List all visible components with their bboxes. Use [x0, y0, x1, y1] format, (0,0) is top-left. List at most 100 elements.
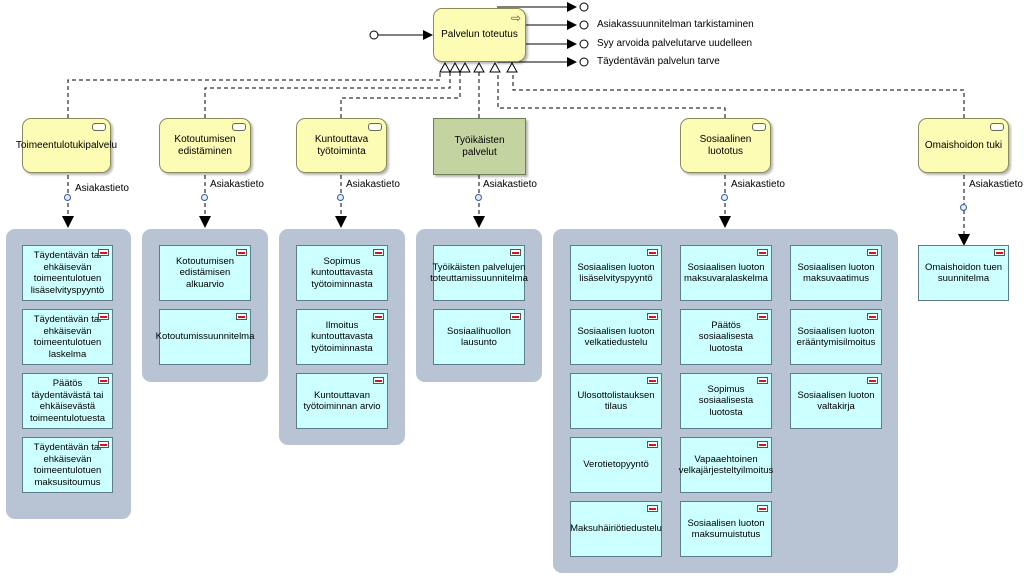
data-object-label: Ilmoitus kuntouttavasta työtoiminnasta — [311, 319, 373, 354]
data-object-icon — [98, 441, 109, 448]
data-object[interactable]: Täydentävän tai ehkäisevän toimeentulotu… — [22, 437, 113, 493]
data-object[interactable]: Vapaaehtoinen velkajärjesteltyilmoitus — [678, 437, 774, 493]
access-icon — [337, 194, 344, 201]
service-icon — [92, 123, 106, 131]
service-icon — [368, 123, 382, 131]
data-object[interactable]: Työikäisten palvelujen toteuttamissuunni… — [430, 245, 528, 301]
data-object[interactable]: Täydentävän tai ehkäisevän toimeentulotu… — [22, 309, 113, 365]
access-label: Asiakastieto — [210, 179, 264, 190]
access-icon — [64, 194, 71, 201]
data-object-label: Ulosottolistauksen tilaus — [577, 389, 655, 413]
data-object-label: Sopimus kuntouttavasta työtoiminnasta — [311, 255, 373, 290]
data-object-label: Sosiaalisen luoton erääntymisilmoitus — [796, 325, 876, 349]
data-object[interactable]: Sosiaalisen luoton maksuvaralaskelma — [680, 245, 772, 301]
service-tyoikaisten-palvelut[interactable]: Työikäisten palvelut — [433, 118, 526, 175]
data-object[interactable]: Sosiaalisen luoton lisäselvityspyyntö — [570, 245, 662, 301]
data-object-icon — [647, 441, 658, 448]
input-port — [369, 30, 379, 40]
process-arrow-icon: ⇨ — [510, 11, 521, 25]
data-object-icon — [867, 313, 878, 320]
data-object-label: Sosiaalisen luoton maksuvaralaskelma — [684, 261, 768, 285]
data-object[interactable]: Sosiaalisen luoton valtakirja — [790, 373, 882, 429]
data-object-icon — [757, 441, 768, 448]
data-object[interactable]: Kuntouttavan työtoiminnan arvio — [296, 373, 388, 429]
data-object[interactable]: Sosiaalisen luoton velkatiedustelu — [570, 309, 662, 365]
data-object[interactable]: Kotoutumissuunnitelma — [156, 309, 254, 365]
data-object[interactable]: Sosiaalisen luoton maksuvaatimus — [790, 245, 882, 301]
access-label: Asiakastieto — [75, 183, 129, 194]
data-object-label: Täydentävän tai ehkäisevän toimeentulotu… — [33, 314, 102, 360]
data-object-label: Sosiaalisen luoton lisäselvityspyyntö — [577, 261, 655, 285]
data-object-label: Päätös täydentävästä tai ehkäisevästä to… — [30, 378, 105, 424]
data-object-icon — [373, 313, 384, 320]
data-object-icon — [647, 249, 658, 256]
data-object[interactable]: Sosiaalihuollon lausunto — [433, 309, 525, 365]
data-object-label: Sosiaalisen luoton maksumuistutus — [687, 517, 765, 541]
data-object-icon — [757, 377, 768, 384]
data-object-icon — [98, 313, 109, 320]
data-object-icon — [867, 249, 878, 256]
service-label: Omaishoidon tuki — [924, 139, 1003, 151]
data-object-icon — [757, 313, 768, 320]
access-arrowheads — [62, 216, 970, 246]
access-icon — [721, 194, 728, 201]
data-object-icon — [373, 377, 384, 384]
data-object[interactable]: Ulosottolistauksen tilaus — [570, 373, 662, 429]
access-label: Asiakastieto — [731, 179, 785, 190]
main-service[interactable]: ⇨ Palvelun toteutus — [433, 8, 526, 62]
data-object[interactable]: Sopimus sosiaalisesta luotosta — [680, 373, 772, 429]
realization-arrowheads — [439, 61, 518, 73]
data-object[interactable]: Sosiaalisen luoton maksumuistutus — [680, 501, 772, 557]
data-object-label: Omaishoidon tuen suunnitelma — [924, 261, 1003, 285]
data-object-label: Täydentävän tai ehkäisevän toimeentulotu… — [33, 442, 102, 488]
service-label: Kotoutumisen edistäminen — [174, 133, 236, 157]
main-service-label: Palvelun toteutus — [441, 29, 518, 40]
data-object-icon — [647, 377, 658, 384]
data-object[interactable]: Sosiaalisen luoton erääntymisilmoitus — [790, 309, 882, 365]
data-object-icon — [510, 313, 521, 320]
data-object[interactable]: Päätös sosiaalisesta luotosta — [680, 309, 772, 365]
data-object-icon — [757, 505, 768, 512]
data-object[interactable]: Sopimus kuntouttavasta työtoiminnasta — [296, 245, 388, 301]
access-label: Asiakastieto — [483, 179, 537, 190]
service-toimeentulotukipalvelu[interactable]: Toimeentulotukipalvelu — [16, 118, 117, 173]
data-object-label: Verotietopyyntö — [583, 459, 649, 471]
access-icon — [201, 194, 208, 201]
output-flows — [497, 2, 589, 67]
access-icon — [475, 194, 482, 201]
service-icon — [752, 123, 766, 131]
service-icon — [990, 123, 1004, 131]
data-object-icon — [236, 313, 247, 320]
access-label: Asiakastieto — [346, 179, 400, 190]
data-object-icon — [510, 249, 521, 256]
data-object-label: Päätös sosiaalisesta luotosta — [698, 319, 754, 354]
data-object[interactable]: Ilmoitus kuntouttavasta työtoiminnasta — [296, 309, 388, 365]
data-object-label: Kotoutumissuunnitelma — [155, 331, 255, 343]
data-object-label: Vapaaehtoinen velkajärjesteltyilmoitus — [678, 453, 774, 477]
data-object-icon — [98, 377, 109, 384]
data-object-label: Maksuhäiriötiedustelu — [570, 523, 662, 535]
data-object-label: Sosiaalihuollon lausunto — [447, 325, 511, 349]
service-label: Työikäisten palvelut — [454, 134, 505, 158]
data-object-label: Kuntouttavan työtoiminnan arvio — [303, 389, 381, 413]
data-object-icon — [98, 249, 109, 256]
data-object[interactable]: Maksuhäiriötiedustelu — [570, 501, 662, 557]
service-icon — [232, 123, 246, 131]
data-object[interactable]: Kotoutumisen edistämisen alkuarvio — [159, 245, 251, 301]
data-object-label: Täydentävän tai ehkäisevän toimeentulotu… — [30, 250, 105, 296]
data-object-icon — [647, 505, 658, 512]
data-object-icon — [373, 249, 384, 256]
data-object[interactable]: Päätös täydentävästä tai ehkäisevästä to… — [22, 373, 113, 429]
data-object[interactable]: Omaishoidon tuen suunnitelma — [918, 245, 1009, 301]
service-kotoutumisen-edistaminen[interactable]: Kotoutumisen edistäminen — [159, 118, 251, 173]
data-object-label: Sopimus sosiaalisesta luotosta — [698, 383, 754, 418]
data-object[interactable]: Täydentävän tai ehkäisevän toimeentulotu… — [22, 245, 113, 301]
service-omaishoidon-tuki[interactable]: Omaishoidon tuki — [918, 118, 1009, 173]
data-object[interactable]: Verotietopyyntö — [570, 437, 662, 493]
service-kuntouttava-tyotoiminta[interactable]: Kuntouttava työtoiminta — [296, 118, 387, 173]
data-object-label: Kotoutumisen edistämisen alkuarvio — [175, 255, 235, 290]
data-object-label: Sosiaalisen luoton velkatiedustelu — [577, 325, 655, 349]
data-object-icon — [757, 249, 768, 256]
service-sosiaalinen-luototus[interactable]: Sosiaalinen luototus — [680, 118, 771, 173]
output-label: Asiakassuunnitelman tarkistaminen — [597, 19, 754, 30]
